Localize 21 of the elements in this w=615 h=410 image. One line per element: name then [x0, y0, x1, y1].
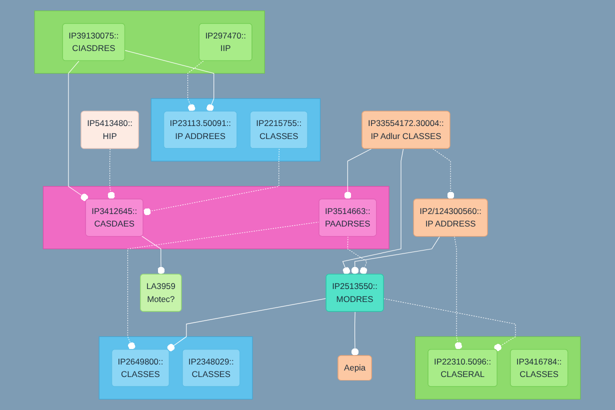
cluster: [150, 98, 321, 162]
connector: [167, 298, 327, 352]
connector: [432, 148, 454, 200]
connector: [342, 148, 404, 275]
connector: [142, 236, 165, 275]
cluster: [42, 186, 390, 250]
connector: [384, 298, 516, 352]
cluster: [98, 336, 253, 400]
connector: [351, 236, 440, 275]
connector: [127, 222, 320, 350]
connector: [124, 50, 214, 112]
connector: [344, 148, 372, 200]
connector: [351, 311, 359, 356]
connector: [143, 148, 280, 216]
connector: [454, 236, 462, 350]
connector: [187, 60, 204, 112]
cluster: [34, 10, 265, 74]
connector: [347, 236, 368, 275]
cluster: [415, 336, 581, 400]
connector: [68, 60, 88, 201]
connector: [108, 148, 115, 200]
